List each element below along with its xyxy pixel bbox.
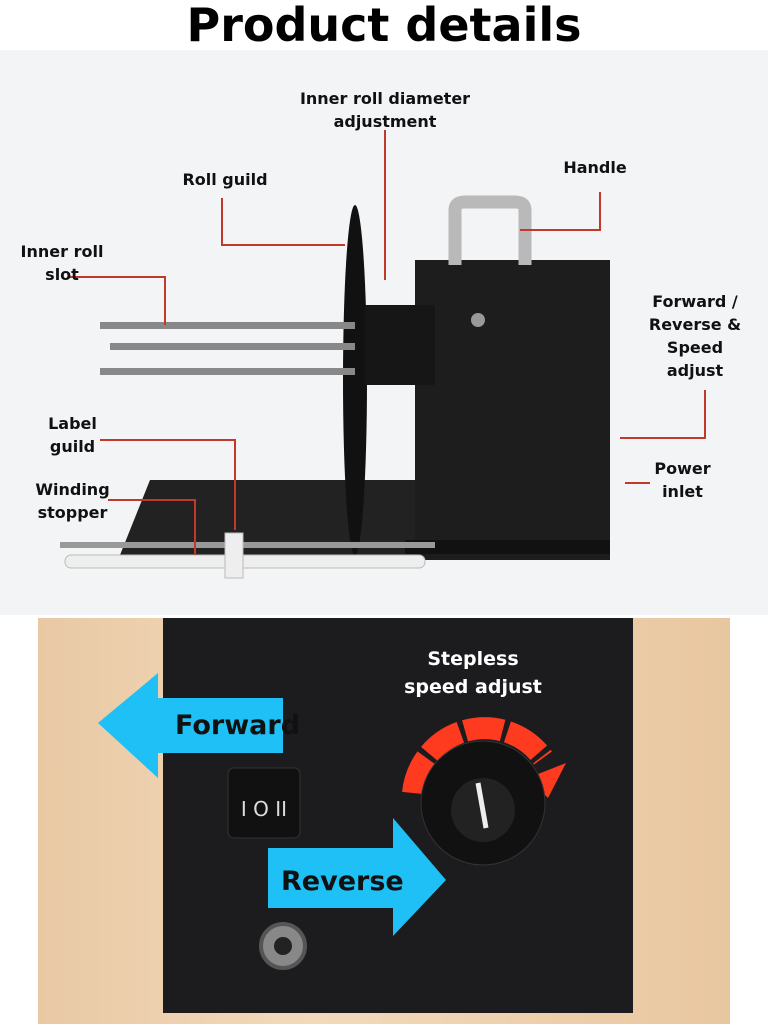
callout-handle: Handle — [563, 158, 627, 177]
reverse-arrow — [268, 818, 446, 936]
speed-scale — [402, 717, 552, 795]
label-guide — [224, 532, 244, 579]
callout-inner-roll-slot: Inner roll slot — [20, 242, 104, 284]
callout-forward-reverse-speed: Forward / Reverse & Speed adjust — [648, 292, 742, 380]
handle — [448, 195, 532, 265]
speed-label: Stepless speed adjust — [404, 648, 542, 698]
rocker-switch — [227, 767, 301, 839]
screw — [471, 313, 485, 327]
forward-label: Forward — [175, 710, 301, 741]
page-title: Product details — [186, 0, 582, 52]
roll-guide-disc — [343, 205, 367, 555]
rod — [100, 322, 355, 329]
callout-label-guild: Label guild — [48, 414, 97, 456]
callout-lines — [68, 130, 706, 555]
callout-winding-stopper: Winding stopper — [35, 480, 110, 522]
product-photo: Inner roll diameter adjustment Roll guil… — [0, 50, 768, 615]
motor-box — [415, 260, 610, 560]
hub — [365, 305, 435, 385]
callout-roll-guild: Roll guild — [182, 170, 268, 189]
svg-text:I O II: I O II — [241, 797, 287, 821]
closeup-photo: I O II Forward Reverse Stepless speed ad… — [38, 618, 730, 1024]
callout-inner-roll-diameter: Inner roll diameter adjustment — [299, 89, 471, 131]
machine-illustration — [60, 130, 706, 579]
forward-arrow — [98, 673, 283, 778]
closeup-illustration: I O II — [98, 618, 633, 1013]
callout-power-inlet: Power inlet — [654, 459, 711, 501]
reverse-label: Reverse — [281, 866, 404, 897]
